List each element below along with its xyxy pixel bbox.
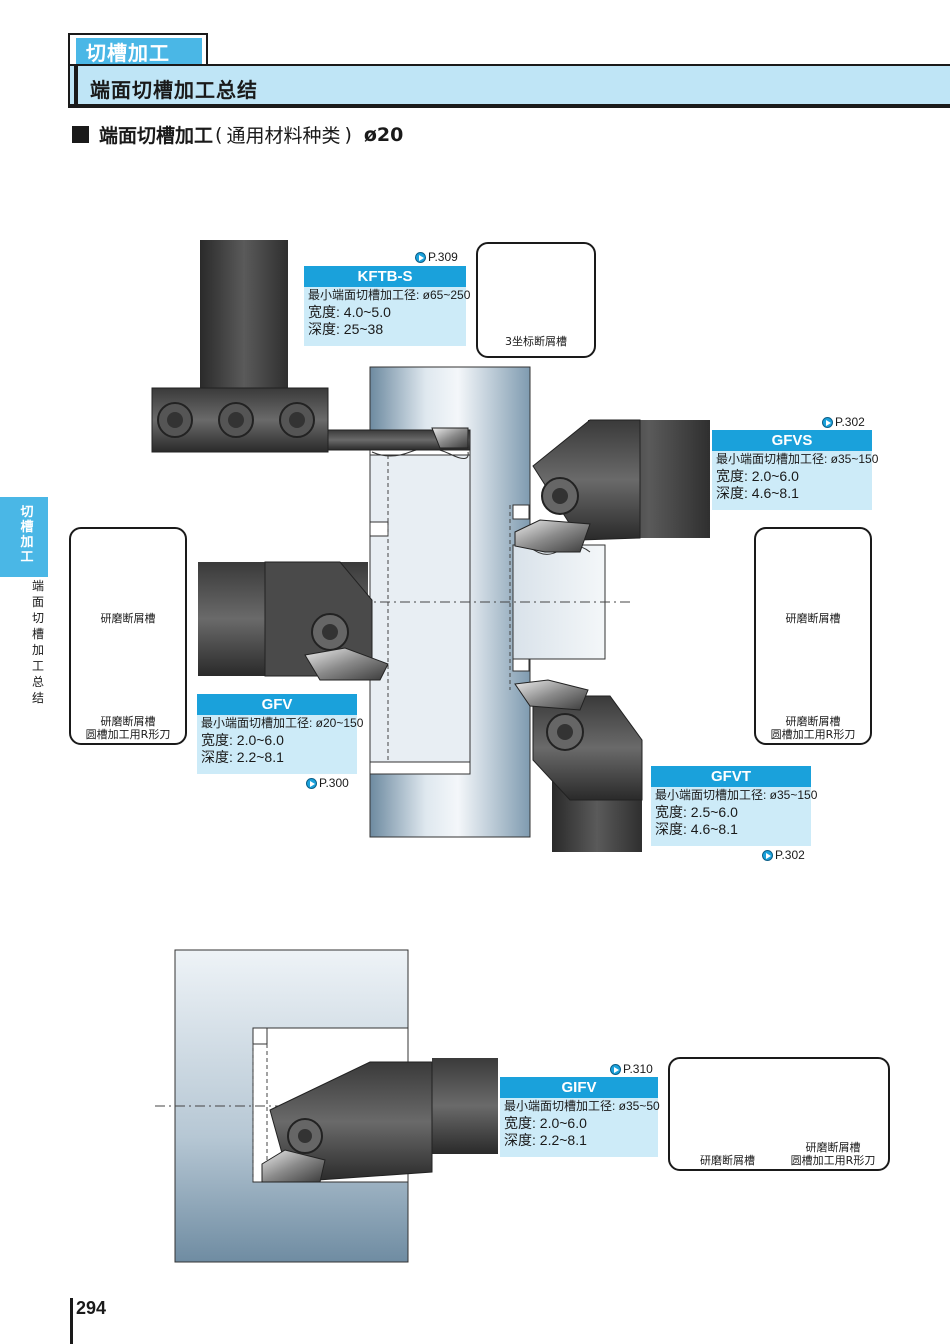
gfvt-min-dia: 最小端面切槽加工径: ø35~150 <box>655 788 818 802</box>
page-ref-arrow-icon <box>306 777 317 789</box>
insert-box-kftb <box>476 242 596 358</box>
insert-label-right-2: 研磨断屑槽 <box>785 715 841 728</box>
gfvt-page-ref[interactable]: P.302 <box>762 848 805 862</box>
insert-label-gifv-1: 研磨断屑槽 <box>700 1154 755 1167</box>
gifv-depth: 深度: 2.2~8.1 <box>504 1132 587 1148</box>
paren-open: ( <box>215 123 223 146</box>
section-diameter: ø20 <box>363 123 404 146</box>
callout-gfvs: GFVS 最小端面切槽加工径: ø35~150 宽度: 2.0~6.0 深度: … <box>712 430 879 510</box>
tool-name-gfv: GFV <box>197 694 357 715</box>
gfvt-tool <box>514 679 643 852</box>
gfvt-depth: 深度: 4.6~8.1 <box>655 821 738 837</box>
kftb-depth: 深度: 25~38 <box>308 321 384 337</box>
insert-label-left-2: 研磨断屑槽 <box>100 715 156 728</box>
page-ref-arrow-icon <box>762 849 773 861</box>
gifv-tool <box>261 1058 498 1183</box>
kftb-min-dia: 最小端面切槽加工径: ø65~250 <box>308 288 471 302</box>
section-subtitle: 通用材料种类 <box>226 125 341 147</box>
gfv-min-dia: 最小端面切槽加工径: ø20~150 <box>201 716 364 730</box>
insert-label-right-1: 研磨断屑槽 <box>785 612 841 625</box>
gifv-min-dia: 最小端面切槽加工径: ø35~50 <box>504 1099 660 1113</box>
gfv-page-ref[interactable]: P.300 <box>306 776 349 790</box>
gfvs-min-dia: 最小端面切槽加工径: ø35~150 <box>716 452 879 466</box>
side-tab-label: 切槽加工 <box>20 505 34 565</box>
insert-label-gifv-2: 研磨断屑槽 <box>805 1141 861 1154</box>
gfvs-width: 宽度: 2.0~6.0 <box>716 468 799 484</box>
gfvs-depth: 深度: 4.6~8.1 <box>716 485 799 501</box>
callout-gfvt: GFVT 最小端面切槽加工径: ø35~150 宽度: 2.5~6.0 深度: … <box>651 766 818 846</box>
gfvs-page-ref[interactable]: P.302 <box>822 415 865 429</box>
paren-close: ) <box>344 123 352 146</box>
kftb-width: 宽度: 4.0~5.0 <box>308 304 391 320</box>
gifv-width: 宽度: 2.0~6.0 <box>504 1115 587 1131</box>
insert-label-gifv-3: 圆槽加工用R形刀 <box>790 1154 876 1167</box>
gfv-depth: 深度: 2.2~8.1 <box>201 749 284 765</box>
gfv-tool <box>198 561 389 681</box>
callout-gfv: GFV 最小端面切槽加工径: ø20~150 宽度: 2.0~6.0 深度: 2… <box>197 694 364 774</box>
insert-label-left-3: 圆槽加工用R形刀 <box>85 728 171 741</box>
insert-box-left <box>69 527 187 745</box>
insert-label-kftb: 3坐标断屑槽 <box>505 335 567 348</box>
callout-kftb: KFTB-S 最小端面切槽加工径: ø65~250 宽度: 4.0~5.0 深度… <box>304 266 471 346</box>
kftb-tool <box>151 240 471 453</box>
category-tab: 切槽加工 <box>68 33 208 65</box>
section-heading: 端面切槽加工 ( 通用材料种类 ) ø20 <box>72 121 403 148</box>
page-number-bar <box>70 1298 73 1344</box>
insert-box-right <box>754 527 872 745</box>
gfvt-width: 宽度: 2.5~6.0 <box>655 804 738 820</box>
tool-name-kftb: KFTB-S <box>304 266 466 287</box>
gfvs-tool <box>514 419 710 553</box>
section-title: 端面切槽加工 <box>99 125 214 147</box>
page-number: 294 <box>76 1298 107 1318</box>
insert-label-left-1: 研磨断屑槽 <box>100 612 156 625</box>
title-bar: 端面切槽加工总结 <box>68 64 950 108</box>
callout-gifv: GIFV 最小端面切槽加工径: ø35~50 宽度: 2.0~6.0 深度: 2… <box>500 1077 660 1157</box>
tool-name-gfvs: GFVS <box>712 430 872 451</box>
insert-box-gifv <box>668 1057 890 1171</box>
side-tab: 切槽加工 <box>0 497 48 577</box>
kftb-page-ref[interactable]: P.309 <box>415 250 458 264</box>
gfv-width: 宽度: 2.0~6.0 <box>201 732 284 748</box>
tool-name-gfvt: GFVT <box>651 766 811 787</box>
category-label: 切槽加工 <box>76 38 202 65</box>
insert-label-right-3: 圆槽加工用R形刀 <box>770 728 856 741</box>
page-title: 端面切槽加工总结 <box>90 78 258 102</box>
page-ref-arrow-icon <box>415 251 426 263</box>
square-bullet-icon <box>72 126 89 143</box>
gifv-page-ref[interactable]: P.310 <box>610 1062 653 1076</box>
page-ref-arrow-icon <box>610 1063 621 1075</box>
side-subcategory: 端面切槽加工总结 <box>31 579 44 705</box>
tool-name-gifv: GIFV <box>500 1077 658 1098</box>
page-ref-arrow-icon <box>822 416 833 428</box>
